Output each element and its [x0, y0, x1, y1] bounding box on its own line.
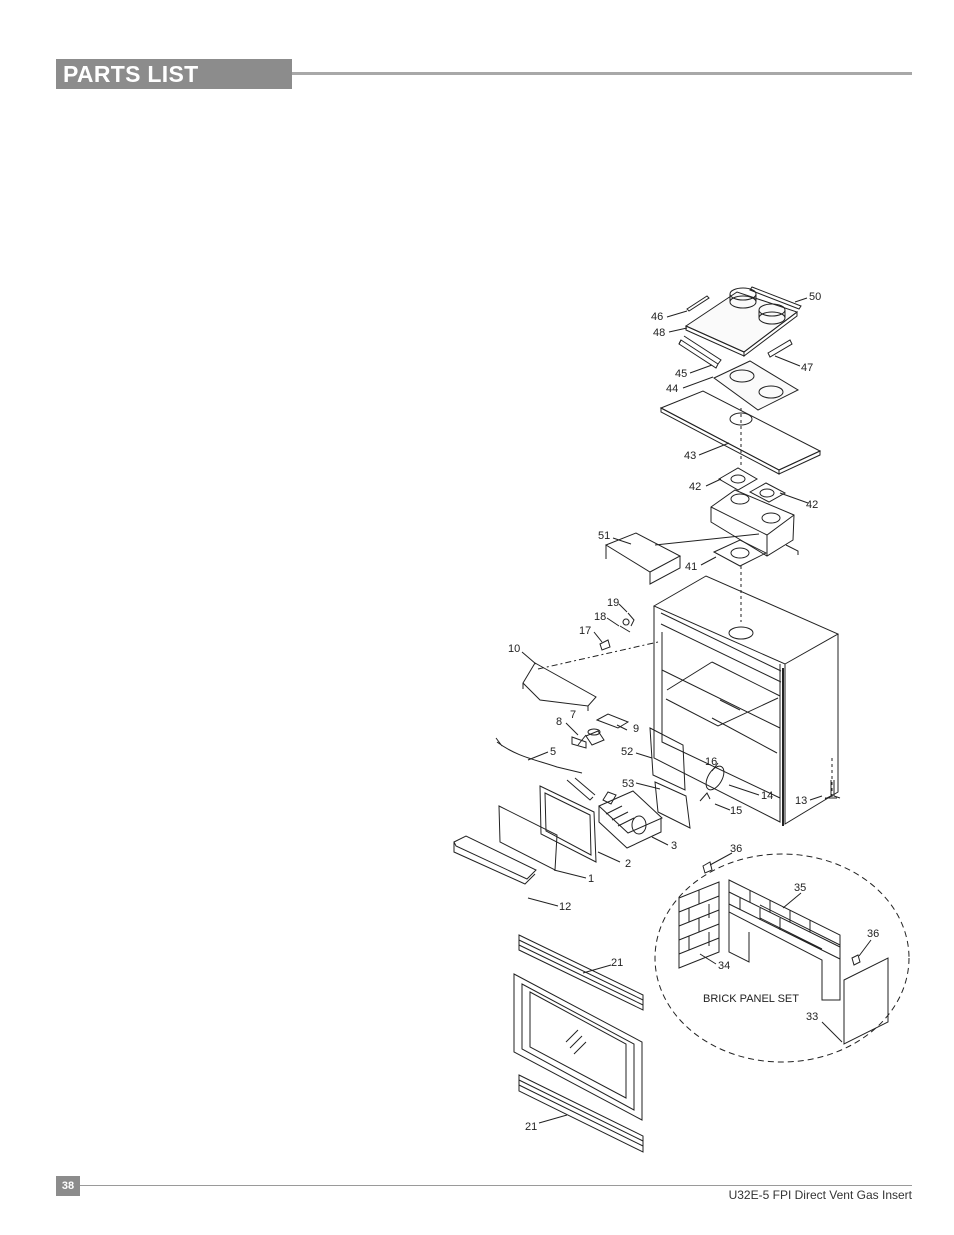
blower-3	[598, 790, 663, 849]
frame-2	[539, 785, 597, 863]
callout-42b: 42	[806, 499, 818, 511]
footer-rule	[80, 1185, 912, 1186]
document-title: U32E-5 FPI Direct Vent Gas Insert	[728, 1188, 912, 1202]
wire-5b	[566, 777, 596, 801]
callout-5: 5	[550, 746, 556, 758]
part-14	[705, 765, 725, 791]
bracket-51	[604, 532, 760, 585]
callout-53: 53	[622, 778, 634, 790]
callout-21b: 21	[525, 1121, 537, 1133]
callout-12: 12	[559, 901, 571, 913]
callout-46: 46	[651, 311, 663, 323]
callout-35: 35	[794, 882, 806, 894]
plate-44	[713, 360, 800, 411]
shield-53	[654, 781, 691, 829]
callout-33: 33	[806, 1011, 818, 1023]
callout-1: 1	[588, 873, 594, 885]
callout-47: 47	[801, 362, 813, 374]
gasket-41	[712, 539, 768, 567]
callout-7: 7	[570, 709, 576, 721]
callout-13: 13	[795, 795, 807, 807]
clip-36b	[851, 954, 861, 966]
callout-52: 52	[621, 746, 633, 758]
part-18	[619, 618, 631, 633]
brick-panel-34	[678, 881, 720, 969]
gasket-42a	[718, 467, 758, 491]
callout-42a: 42	[689, 481, 701, 493]
part-7	[585, 728, 605, 746]
callout-36a: 36	[730, 843, 742, 855]
trim-12	[453, 835, 537, 885]
callout-44: 44	[666, 383, 678, 395]
part-19	[627, 612, 635, 627]
part-17	[599, 639, 611, 651]
callout-45: 45	[675, 368, 687, 380]
callout-2: 2	[625, 858, 631, 870]
page-title: PARTS LIST	[56, 59, 292, 89]
firebox	[652, 575, 840, 826]
panel-10	[522, 662, 597, 711]
louver-21-bottom	[518, 1074, 644, 1153]
callout-36b: 36	[867, 928, 879, 940]
callout-labels: 46 48 50 45 44 47 43 42 42 51 41 19 18 1…	[508, 291, 879, 1133]
gasket-42b	[748, 482, 787, 503]
callout-16: 16	[705, 756, 717, 768]
clip-36a	[702, 861, 713, 874]
callout-34: 34	[718, 960, 730, 972]
brick-panel-33	[843, 957, 889, 1045]
callout-18: 18	[594, 611, 606, 623]
callout-14: 14	[761, 790, 773, 802]
callout-3: 3	[671, 840, 677, 852]
louver-21-top	[518, 934, 644, 1011]
callout-43: 43	[684, 450, 696, 462]
panel-43	[659, 390, 822, 475]
part-15	[699, 792, 711, 802]
brick-set-outline	[654, 853, 910, 1063]
part-8	[571, 736, 587, 749]
strip-50	[749, 286, 802, 310]
callout-48: 48	[653, 327, 665, 339]
callout-19: 19	[607, 597, 619, 609]
callout-17: 17	[579, 625, 591, 637]
title-rule	[292, 72, 912, 75]
top-cap-plate	[684, 287, 799, 358]
callout-50: 50	[809, 291, 821, 303]
shield-52	[649, 727, 686, 791]
callout-9: 9	[633, 723, 639, 735]
callout-41: 41	[685, 561, 697, 573]
callout-51: 51	[598, 530, 610, 542]
vent-box	[710, 489, 799, 557]
glass-door	[513, 973, 643, 1121]
callout-21a: 21	[611, 957, 623, 969]
leg-13	[824, 780, 841, 800]
part-9	[595, 713, 630, 729]
brick-panel-set-label: BRICK PANEL SET	[703, 993, 799, 1005]
strip-46	[686, 295, 710, 312]
callout-10: 10	[508, 643, 520, 655]
callout-8: 8	[556, 716, 562, 728]
bracket-47	[767, 339, 793, 358]
page-number: 38	[56, 1176, 80, 1196]
brick-panel-35	[728, 879, 841, 1001]
callout-15: 15	[730, 805, 742, 817]
